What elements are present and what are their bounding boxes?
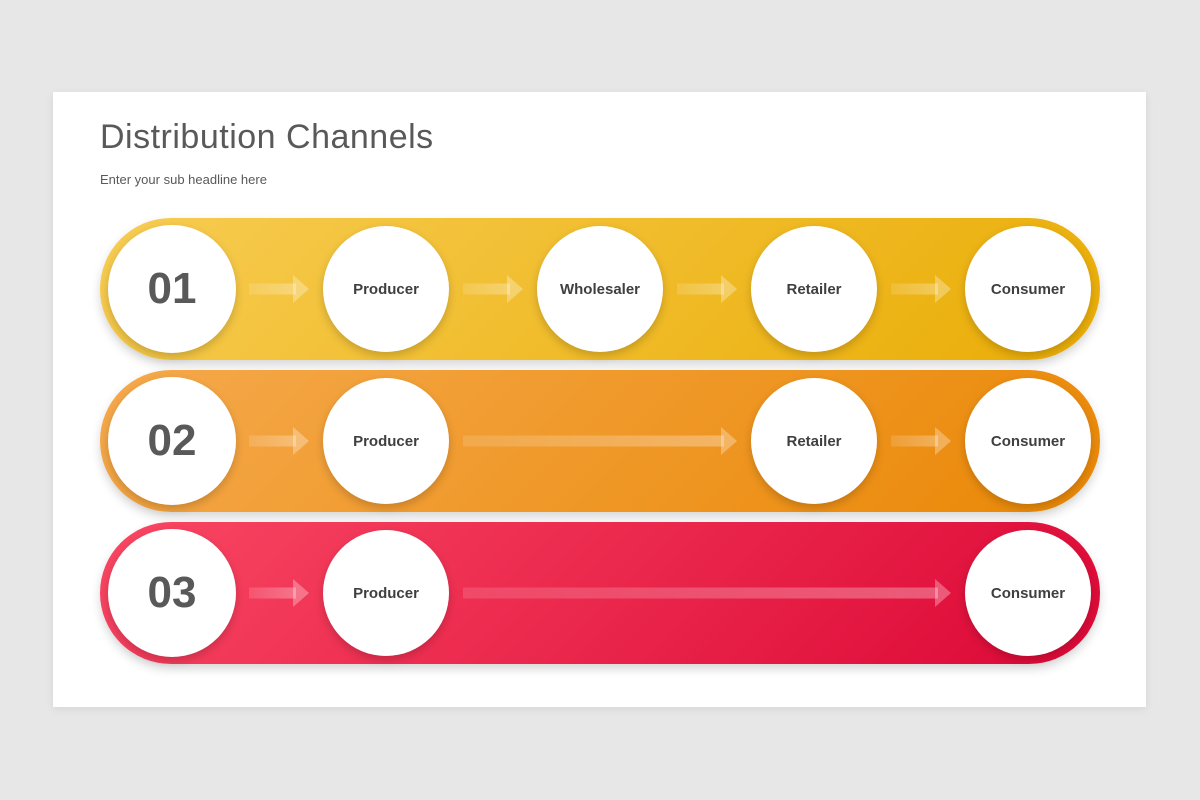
channel-node-retailer: Retailer bbox=[751, 226, 877, 352]
channel-node-label: Consumer bbox=[990, 584, 1066, 602]
flow-arrow bbox=[249, 427, 309, 455]
step-number-label: 02 bbox=[147, 416, 197, 465]
channel-pill-01: 01 Producer Wholesaler Retailer Consumer bbox=[100, 218, 1100, 360]
arrow-shaft bbox=[463, 587, 938, 599]
arrow-head-icon bbox=[935, 579, 951, 607]
step-number-label: 03 bbox=[147, 568, 197, 617]
slide-card: Distribution Channels Enter your sub hea… bbox=[53, 92, 1146, 707]
channel-node-label: Producer bbox=[353, 432, 419, 450]
slide-subtitle: Enter your sub headline here bbox=[100, 172, 267, 187]
arrow-shaft bbox=[249, 435, 296, 447]
channel-node-wholesaler: Wholesaler bbox=[537, 226, 663, 352]
channel-node-retailer: Retailer bbox=[751, 378, 877, 504]
slide-title: Distribution Channels bbox=[100, 118, 434, 156]
step-number-circle: 01 bbox=[108, 225, 236, 353]
step-number-circle: 03 bbox=[108, 529, 236, 657]
arrow-head-icon bbox=[293, 275, 309, 303]
channel-node-producer: Producer bbox=[323, 378, 449, 504]
arrow-head-icon bbox=[507, 275, 523, 303]
channel-node-label: Producer bbox=[353, 584, 419, 602]
channel-node-label: Wholesaler bbox=[559, 280, 641, 298]
channel-pill-03: 03 Producer Consumer bbox=[100, 522, 1100, 664]
arrow-head-icon bbox=[721, 275, 737, 303]
arrow-head-icon bbox=[935, 275, 951, 303]
flow-arrow bbox=[891, 427, 951, 455]
flow-arrow bbox=[677, 275, 737, 303]
step-number-circle: 02 bbox=[108, 377, 236, 505]
arrow-shaft bbox=[891, 435, 938, 447]
channel-node-consumer: Consumer bbox=[965, 378, 1091, 504]
arrow-shaft bbox=[249, 283, 296, 295]
flow-arrow bbox=[463, 275, 523, 303]
flow-arrow bbox=[463, 579, 951, 607]
channel-node-label: Retailer bbox=[786, 280, 842, 298]
arrow-shaft bbox=[891, 283, 938, 295]
arrow-head-icon bbox=[293, 579, 309, 607]
arrow-shaft bbox=[677, 283, 724, 295]
channel-node-producer: Producer bbox=[323, 530, 449, 656]
channel-node-label: Consumer bbox=[990, 432, 1066, 450]
channel-node-producer: Producer bbox=[323, 226, 449, 352]
flow-arrow bbox=[249, 275, 309, 303]
channel-node-label: Retailer bbox=[786, 432, 842, 450]
arrow-shaft bbox=[463, 435, 724, 447]
channel-node-consumer: Consumer bbox=[965, 226, 1091, 352]
step-number-label: 01 bbox=[147, 264, 197, 313]
channel-node-label: Producer bbox=[353, 280, 419, 298]
arrow-head-icon bbox=[293, 427, 309, 455]
arrow-head-icon bbox=[721, 427, 737, 455]
arrow-shaft bbox=[463, 283, 510, 295]
arrow-shaft bbox=[249, 587, 296, 599]
flow-arrow bbox=[891, 275, 951, 303]
channel-node-consumer: Consumer bbox=[965, 530, 1091, 656]
flow-arrow bbox=[249, 579, 309, 607]
channel-pill-02: 02 Producer Retailer Consumer bbox=[100, 370, 1100, 512]
flow-arrow bbox=[463, 427, 737, 455]
channel-node-label: Consumer bbox=[990, 280, 1066, 298]
arrow-head-icon bbox=[935, 427, 951, 455]
